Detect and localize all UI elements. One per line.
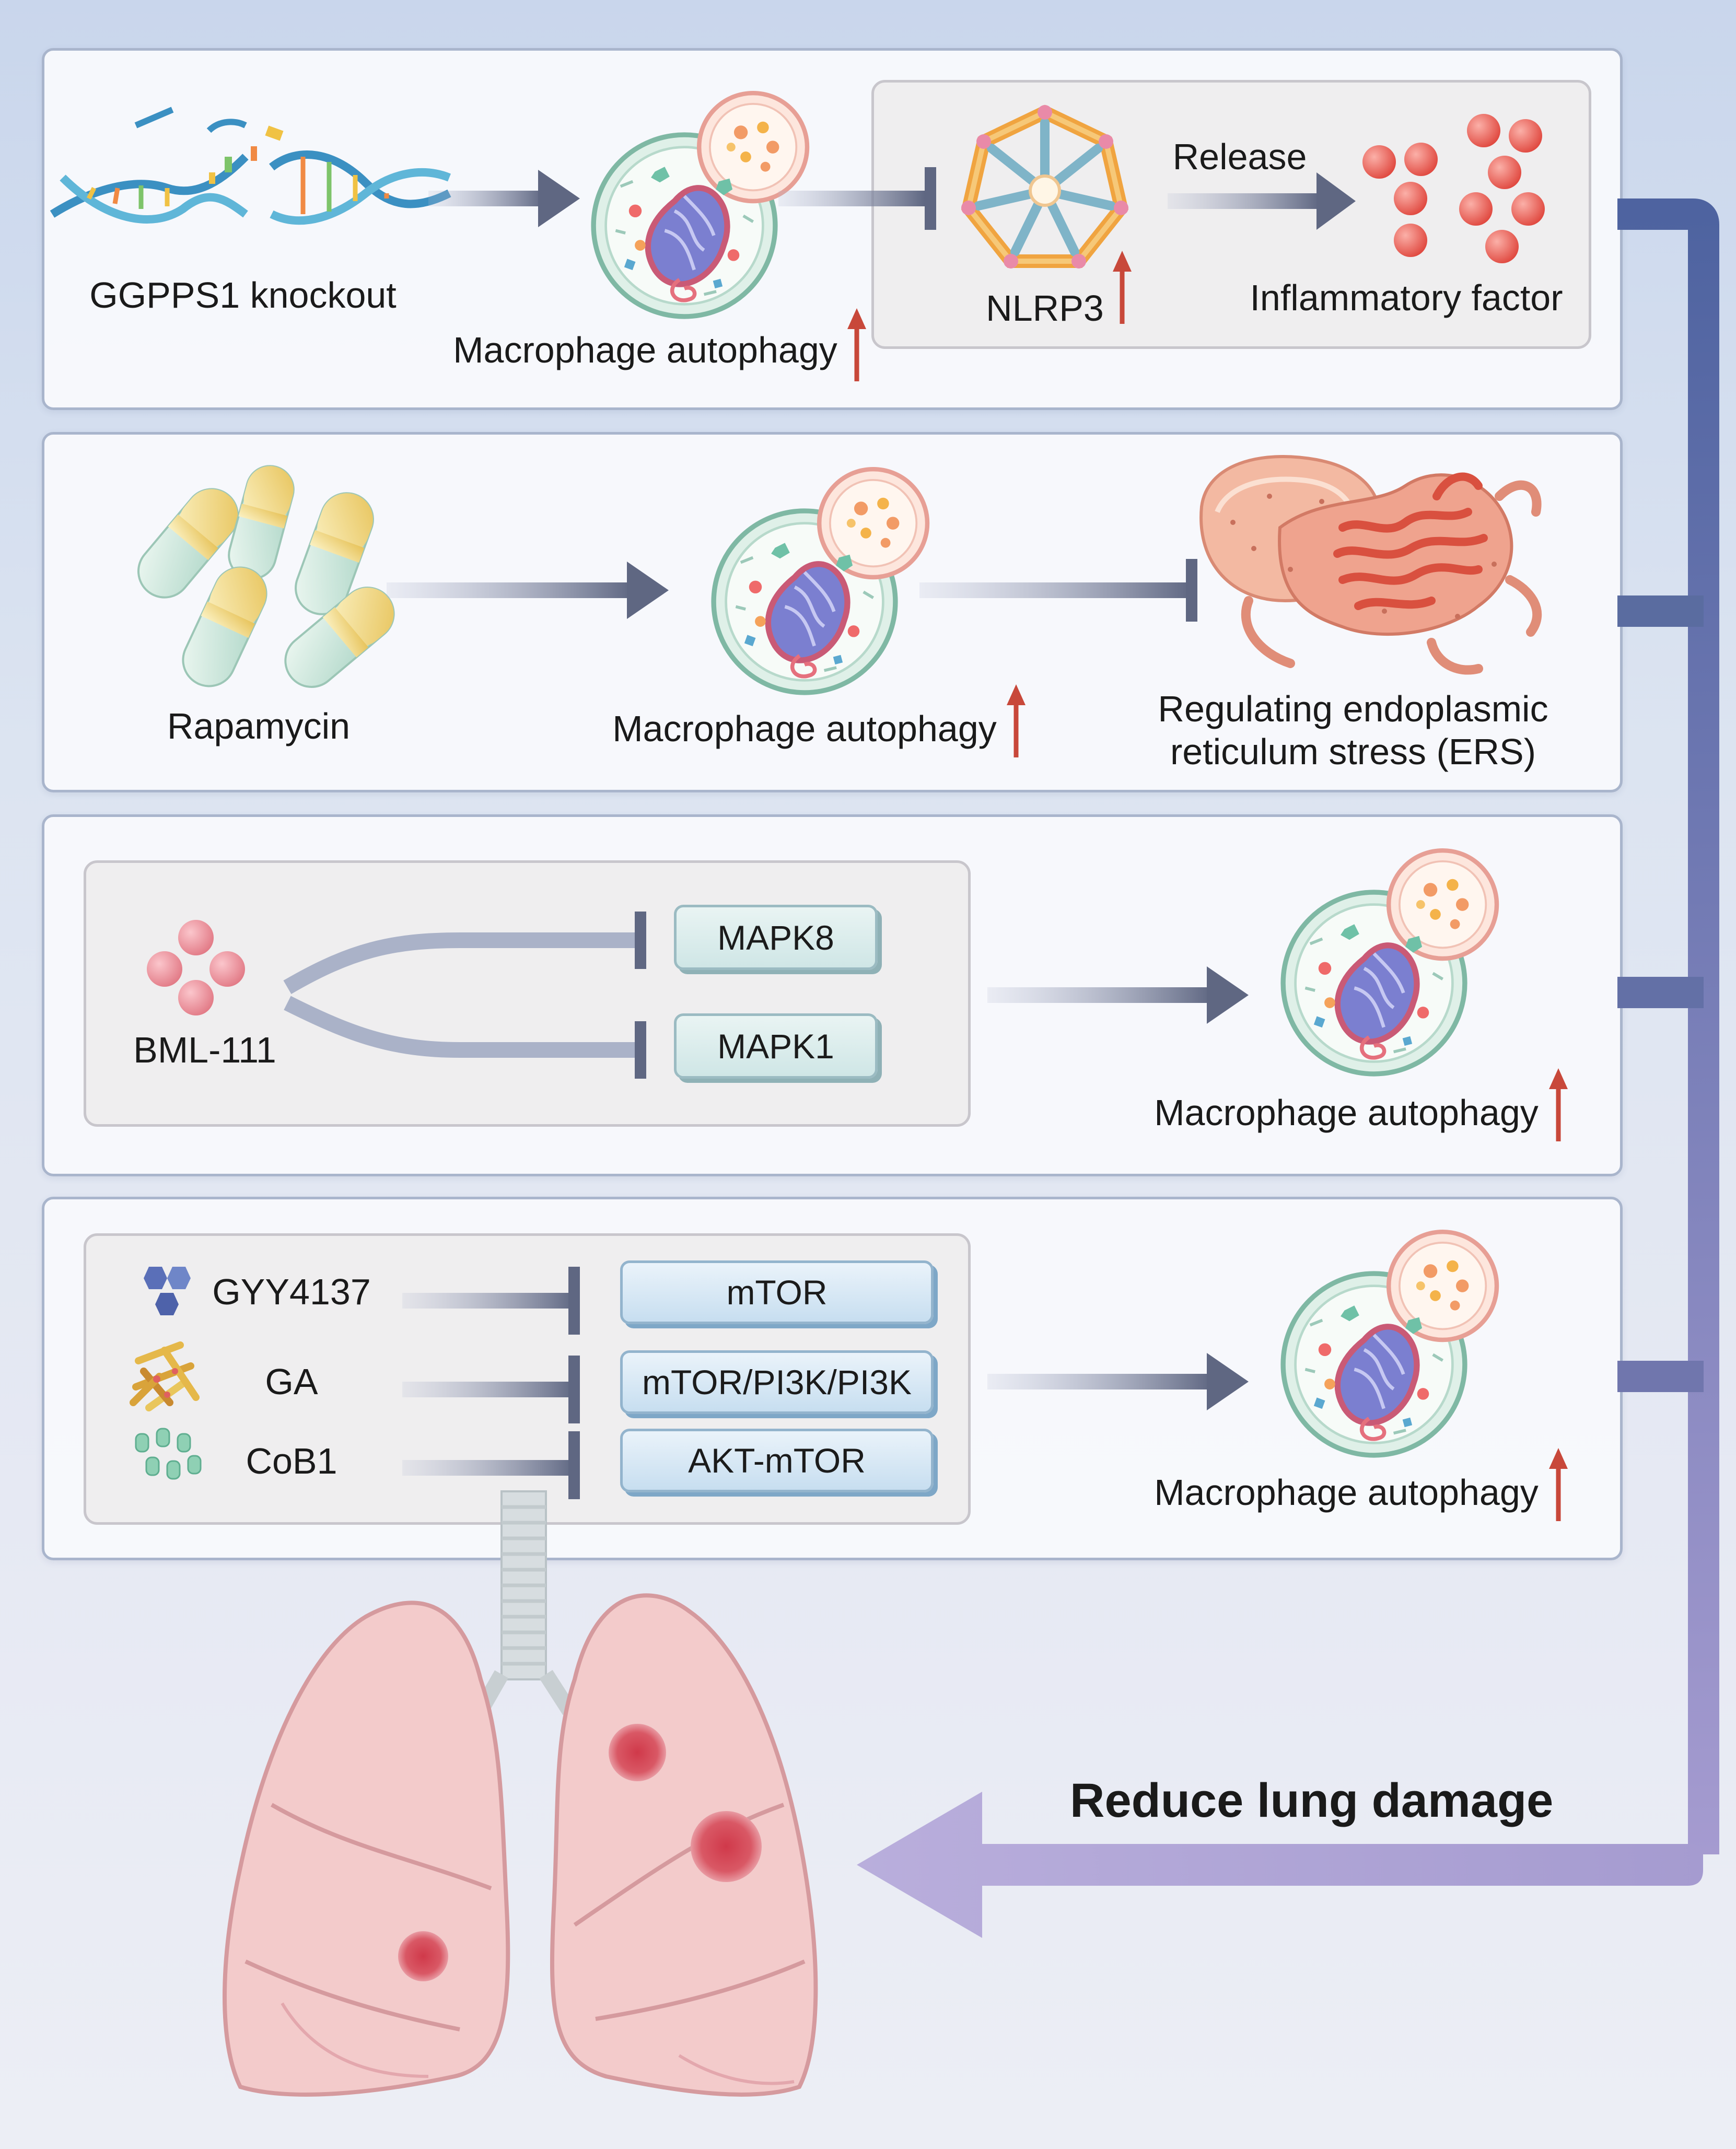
- nlrp3-label: NLRP3: [986, 288, 1104, 329]
- arrow-mtor-to-macrophage: [987, 1353, 1249, 1410]
- up-arrow-icon: [1548, 1068, 1569, 1147]
- ers-label-line1: Regulating endoplasmic: [1158, 688, 1548, 729]
- inhibit-ers: [919, 559, 1197, 622]
- gyy4137-icon: [144, 1267, 191, 1315]
- outcome-label: Reduce lung damage: [1070, 1774, 1554, 1827]
- nlrp3-icon: [961, 104, 1129, 268]
- inflammatory-label: Inflammatory factor: [1250, 277, 1563, 318]
- macrophage-label-2: Macrophage autophagy: [612, 708, 997, 749]
- arrow-dna-to-macrophage: [428, 170, 580, 227]
- up-arrow-icon: [1006, 684, 1027, 763]
- mapk1-box: MAPK1: [674, 1013, 878, 1079]
- pill-capsules-icon: [137, 465, 395, 688]
- ggpps1-label: GGPPS1 knockout: [89, 275, 397, 316]
- bml111-label: BML-111: [133, 1030, 276, 1070]
- inhibit-mapk-branches: [283, 912, 646, 1079]
- macrophage-icon: [1264, 836, 1484, 1081]
- ers-label-line2: reticulum stress (ERS): [1170, 731, 1536, 772]
- convergence-bracket: [1617, 198, 1719, 1854]
- dna-icon: [50, 107, 451, 225]
- macrophage-label-3: Macrophage autophagy: [1154, 1092, 1539, 1133]
- ga-label: GA: [265, 1361, 318, 1402]
- big-arrow-to-lungs: [857, 1792, 1703, 1938]
- bml111-icon: [147, 920, 245, 1015]
- endoplasmic-reticulum-icon: [1199, 455, 1542, 675]
- mtor-box: mTOR: [620, 1260, 934, 1324]
- up-arrow-icon: [1548, 1448, 1569, 1526]
- gyy4137-label: GYY4137: [212, 1271, 371, 1312]
- mapk8-box: MAPK8: [674, 905, 878, 970]
- mtor-pi3k-box: mTOR/PI3K/PI3K: [620, 1350, 934, 1414]
- release-arrow: [1168, 172, 1356, 230]
- arrow-rapamycin-to-macrophage: [387, 562, 669, 619]
- macrophage-label-1: Macrophage autophagy: [453, 330, 837, 370]
- rapamycin-label: Rapamycin: [167, 706, 351, 746]
- inflammatory-factor-icon: [1362, 114, 1545, 263]
- ga-icon: [130, 1341, 200, 1411]
- macrophage-icon: [575, 78, 794, 324]
- inhibit-mtor-lines: [402, 1267, 580, 1499]
- macrophage-icon: [1264, 1217, 1484, 1463]
- macrophage-label-4: Macrophage autophagy: [1154, 1472, 1539, 1513]
- macrophage-icon: [695, 454, 914, 700]
- cob1-icon: [135, 1428, 202, 1480]
- up-arrow-icon: [1112, 251, 1133, 329]
- inhibit-nlrp3: [778, 167, 936, 230]
- cob1-label: CoB1: [246, 1441, 337, 1481]
- akt-mtor-box: AKT-mTOR: [620, 1429, 934, 1492]
- arrow-mapk-to-macrophage: [987, 966, 1249, 1024]
- release-label: Release: [1172, 136, 1307, 177]
- up-arrow-icon: [846, 308, 867, 387]
- lungs-icon: [223, 1490, 818, 2097]
